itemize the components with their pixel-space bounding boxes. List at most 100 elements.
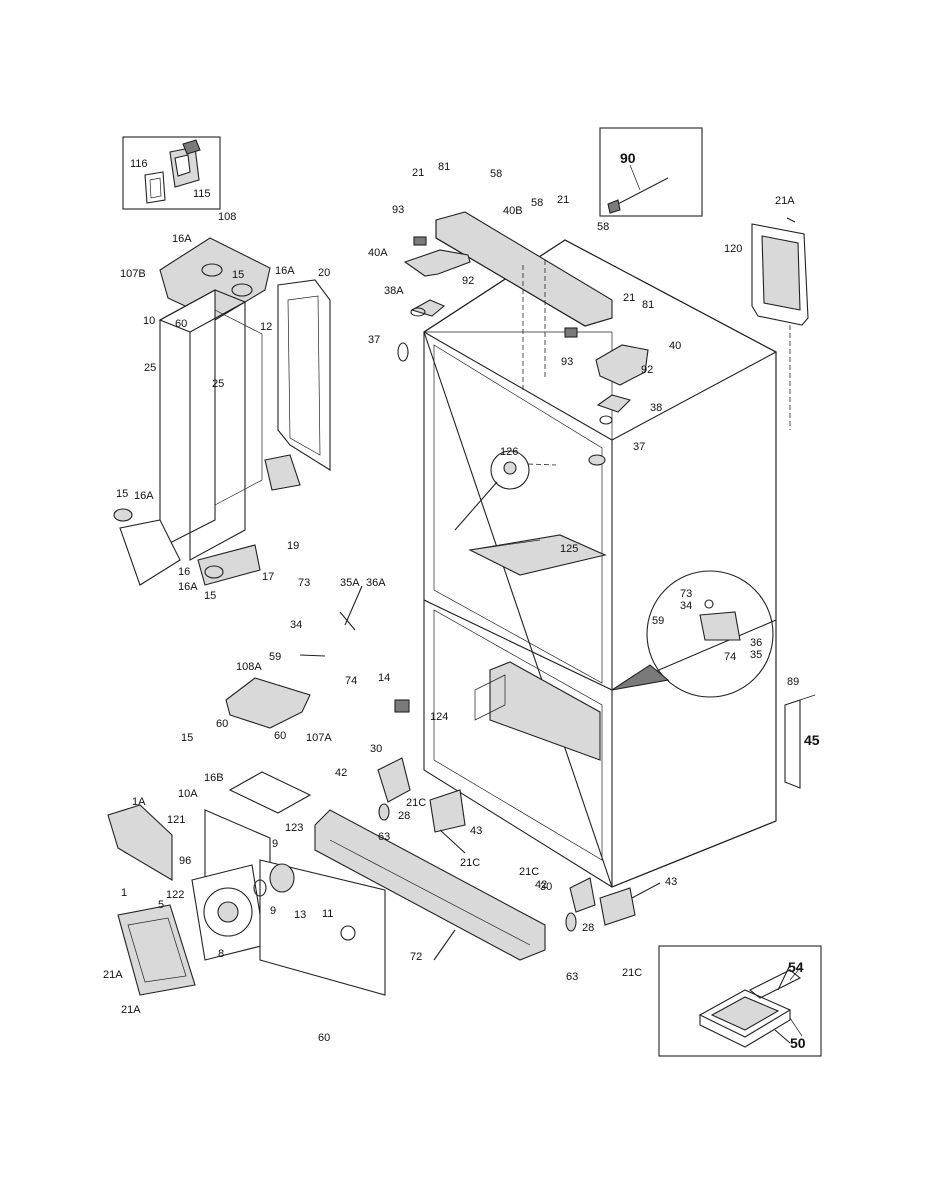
label-35A: 35A (340, 577, 360, 589)
label-10A: 10A (178, 788, 198, 800)
label-12: 12 (260, 321, 272, 333)
label-15: 15 (181, 732, 193, 744)
detail-circle-hinge (611, 570, 774, 698)
label-40B: 40B (503, 205, 523, 217)
part-lower-fan-assembly (107, 677, 386, 996)
label-15: 15 (116, 488, 128, 500)
label-92: 92 (641, 364, 653, 376)
part-labels: 116 115 108 16A 107B 15 16A 20 10 60 12 … (103, 150, 820, 1051)
label-37: 37 (368, 334, 380, 346)
label-40: 40 (669, 340, 681, 352)
label-72: 72 (410, 951, 422, 963)
label-11: 11 (322, 908, 333, 920)
label-21C: 21C (406, 797, 426, 809)
label-93: 93 (561, 356, 573, 368)
label-20: 20 (318, 267, 330, 279)
label-25: 25 (212, 378, 224, 390)
inset-90 (599, 127, 703, 217)
part-cabinet-small-parts (394, 236, 606, 713)
label-21C: 21C (622, 967, 642, 979)
label-21: 21 (412, 167, 424, 179)
label-21A: 21A (103, 969, 123, 981)
part-left-duct-assembly (113, 237, 331, 586)
label-50: 50 (790, 1035, 806, 1051)
part-72-toe-grille (314, 809, 546, 961)
label-108A: 108A (236, 661, 262, 673)
label-28: 28 (398, 810, 410, 822)
label-21A: 21A (121, 1004, 141, 1016)
label-38: 38 (650, 402, 662, 414)
label-45: 45 (804, 732, 820, 748)
label-9: 9 (270, 905, 276, 917)
part-40A-hinge (403, 249, 471, 317)
label-36: 36 (750, 637, 762, 649)
label-15: 15 (204, 590, 216, 602)
label-120: 120 (724, 243, 742, 255)
label-16: 16 (178, 566, 190, 578)
label-16A: 16A (172, 233, 192, 245)
label-107A: 107A (306, 732, 332, 744)
label-21C: 21C (460, 857, 480, 869)
label-63: 63 (566, 971, 578, 983)
label-60: 60 (318, 1032, 330, 1044)
label-21: 21 (623, 292, 635, 304)
label-14: 14 (378, 672, 390, 684)
label-81: 81 (438, 161, 450, 173)
label-58: 58 (490, 168, 502, 180)
label-60: 60 (175, 318, 187, 330)
part-89-side-cover (784, 694, 816, 789)
part-cabinet-body (423, 239, 778, 888)
label-19: 19 (287, 540, 299, 552)
label-63: 63 (378, 831, 390, 843)
label-16A: 16A (178, 581, 198, 593)
label-13: 13 (294, 909, 306, 921)
label-5: 5 (158, 899, 164, 911)
label-59: 59 (269, 651, 281, 663)
label-34: 34 (680, 600, 692, 612)
label-30: 30 (540, 881, 552, 893)
inset-115-116 (122, 136, 221, 210)
label-34: 34 (290, 619, 302, 631)
label-123: 123 (285, 822, 303, 834)
label-38A: 38A (384, 285, 404, 297)
label-35: 35 (750, 649, 762, 661)
label-58: 58 (531, 197, 543, 209)
label-92: 92 (462, 275, 474, 287)
label-17: 17 (262, 571, 274, 583)
label-125: 125 (560, 543, 578, 555)
label-60: 60 (274, 730, 286, 742)
label-43: 43 (665, 876, 677, 888)
label-16B: 16B (204, 772, 224, 784)
label-16A: 16A (275, 265, 295, 277)
label-42: 42 (535, 879, 547, 891)
label-43: 43 (470, 825, 482, 837)
label-115: 115 (193, 188, 211, 200)
label-116: 116 (130, 158, 148, 170)
label-59: 59 (652, 615, 664, 627)
part-lower-hinges (377, 757, 636, 932)
label-21: 21 (557, 194, 569, 206)
part-40B-top-rail (435, 211, 613, 390)
label-107B: 107B (120, 268, 146, 280)
label-60: 60 (216, 718, 228, 730)
label-89: 89 (787, 676, 799, 688)
part-120-control-panel (751, 217, 809, 430)
label-28: 28 (582, 922, 594, 934)
label-40A: 40A (368, 247, 388, 259)
label-74: 74 (345, 675, 357, 687)
label-74: 74 (724, 651, 736, 663)
leader-lines (299, 585, 791, 1044)
label-81: 81 (642, 299, 654, 311)
label-30: 30 (370, 743, 382, 755)
label-58: 58 (597, 221, 609, 233)
label-36A: 36A (366, 577, 386, 589)
label-93: 93 (392, 204, 404, 216)
label-21C: 21C (519, 866, 539, 878)
label-122: 122 (166, 889, 184, 901)
label-121: 121 (167, 814, 185, 826)
label-90: 90 (620, 150, 636, 166)
label-10: 10 (143, 315, 155, 327)
label-8: 8 (218, 948, 224, 960)
label-108: 108 (218, 211, 236, 223)
label-124: 124 (430, 711, 448, 723)
